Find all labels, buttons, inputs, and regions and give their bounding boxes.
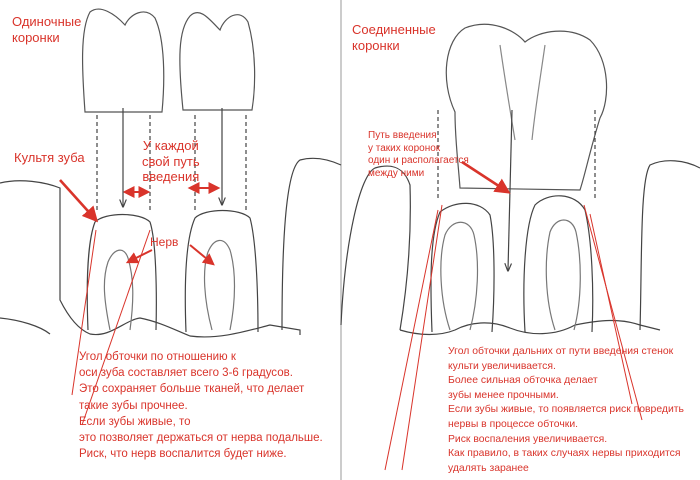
label-shared-path: Путь введения у таких коронок один и рас…	[368, 130, 469, 179]
right-adjacent-tooth-right	[639, 160, 700, 331]
left-gum-line	[0, 180, 301, 338]
right-stump-2	[523, 195, 594, 333]
right-panel-sketch	[340, 23, 700, 336]
left-explanation: Угол обточки по отношению к оси зуба сос…	[79, 351, 323, 461]
left-panel-title: Одиночные коронки	[12, 14, 82, 45]
label-individual-path: У каждой свой путь введения	[142, 138, 200, 185]
right-annotation-arrows	[384, 160, 643, 471]
label-nerve: Нерв	[150, 235, 179, 249]
left-annotation-arrows	[59, 179, 221, 426]
right-explanation: Угол обточки дальних от пути введения ст…	[448, 346, 684, 474]
right-insertion-path	[508, 109, 513, 270]
label-stump: Культя зуба	[14, 150, 85, 165]
left-crown-2	[179, 11, 256, 111]
left-nerve-1	[103, 249, 134, 331]
left-nerve-2	[203, 239, 236, 331]
right-bridge-crown	[445, 23, 608, 191]
left-adjacent-tooth	[281, 157, 342, 331]
left-panel-sketch	[0, 8, 342, 338]
right-stump-1	[430, 202, 495, 333]
right-bridge-inner	[499, 44, 546, 141]
left-stump-1	[86, 213, 157, 331]
right-gum-line	[399, 319, 661, 336]
right-panel-title: Соединенные коронки	[352, 22, 436, 53]
left-insertion-arrows	[123, 108, 222, 206]
left-crown-1	[81, 8, 165, 113]
left-stump-2	[184, 209, 259, 333]
right-adjacent-tooth-left	[340, 165, 411, 331]
right-nerve-1	[440, 221, 479, 331]
right-nerve-2	[545, 219, 581, 331]
